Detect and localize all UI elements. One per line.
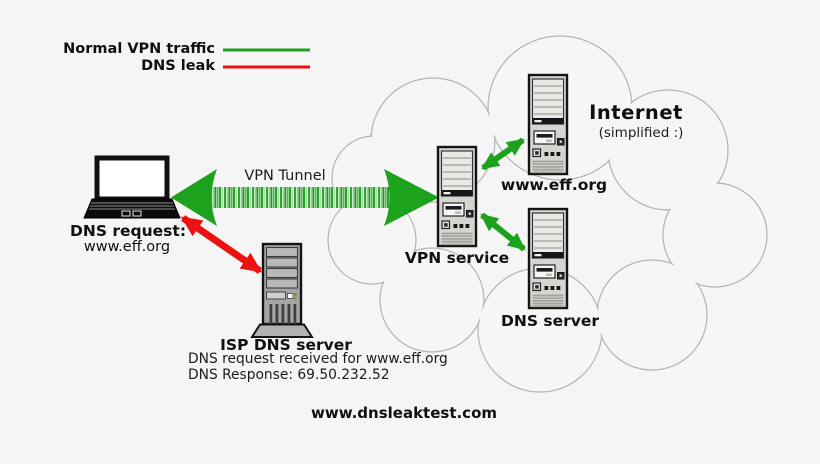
internet-subtitle: (simplified :) [598, 125, 684, 141]
client-dns-request-label: DNS request: [69, 222, 187, 240]
vpn-to-dns-arrow [480, 212, 526, 252]
legend-leak-label: DNS leak [141, 58, 215, 74]
vpn-to-web-arrow [481, 137, 525, 171]
site-credit: www.dnsleaktest.com [310, 404, 498, 422]
dns-server-label: DNS server [500, 312, 600, 330]
isp-dns-server-icon [250, 242, 314, 338]
client-dns-request-host: www.eff.org [83, 239, 171, 255]
vpn-service-label: VPN service [404, 249, 510, 267]
dns-leak-arrow [180, 215, 263, 274]
web-server-label: www.eff.org [500, 176, 608, 194]
dns-server-icon [527, 207, 569, 310]
isp-detail-response: DNS Response: 69.50.232.52 [188, 367, 390, 383]
legend-normal-label: Normal VPN traffic [63, 41, 215, 57]
isp-dns-server-label: ISP DNS server [220, 336, 352, 354]
vpn-tunnel-label: VPN Tunnel [244, 168, 326, 184]
web-server-icon [527, 73, 569, 176]
internet-title: Internet [589, 101, 683, 124]
laptop-icon [83, 155, 181, 219]
vpn-tunnel-arrow [171, 169, 439, 226]
isp-detail-request: DNS request received for www.eff.org [188, 351, 448, 367]
vpn-server-icon [436, 145, 478, 248]
